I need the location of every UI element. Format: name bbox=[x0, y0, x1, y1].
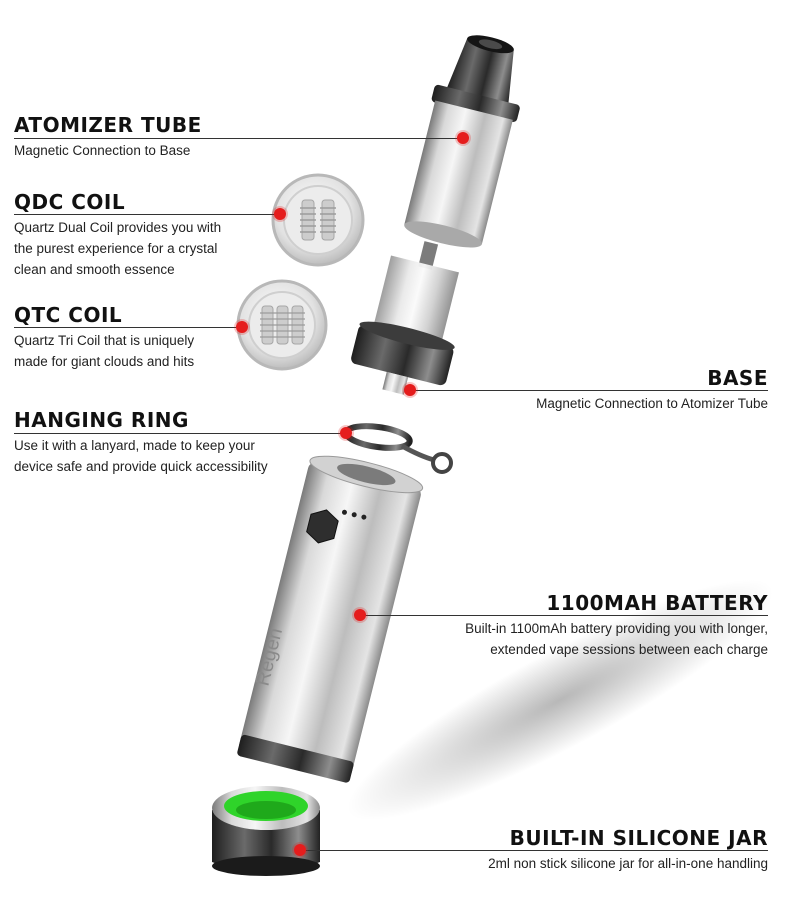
hanging-ring-desc-line: device safe and provide quick accessibil… bbox=[14, 459, 268, 474]
silicone-jar-title: BUILT-IN SILICONE JAR bbox=[509, 826, 768, 850]
qtc-coil-leader bbox=[14, 327, 242, 328]
hanging-ring-desc-line: Use it with a lanyard, made to keep your bbox=[14, 438, 255, 453]
qdc-coil-title: QDC COIL bbox=[14, 190, 126, 214]
atomizer-tube-leader bbox=[14, 138, 464, 139]
atomizer-tube-callout: ATOMIZER TUBE Magnetic Connection to Bas… bbox=[14, 113, 434, 161]
base-desc: Magnetic Connection to Atomizer Tube bbox=[536, 396, 768, 411]
qtc-coil-marker bbox=[236, 321, 248, 333]
battery-title: 1100MAH BATTERY bbox=[546, 591, 768, 615]
silicone-jar-callout: BUILT-IN SILICONE JAR 2ml non stick sili… bbox=[348, 826, 768, 874]
atomizer-tube-desc: Magnetic Connection to Base bbox=[14, 143, 191, 158]
qdc-coil-callout: QDC COIL Quartz Dual Coil provides you w… bbox=[14, 190, 274, 280]
qtc-coil-callout: QTC COIL Quartz Tri Coil that is uniquel… bbox=[14, 303, 239, 372]
qdc-coil-leader bbox=[14, 214, 280, 215]
hanging-ring-callout: HANGING RING Use it with a lanyard, made… bbox=[14, 408, 334, 477]
base-title: BASE bbox=[707, 366, 768, 390]
silicone-jar-marker bbox=[294, 844, 306, 856]
qdc-coil-desc-line: Quartz Dual Coil provides you with bbox=[14, 220, 222, 235]
atomizer-tube-title: ATOMIZER TUBE bbox=[14, 113, 202, 137]
battery-callout: 1100MAH BATTERY Built-in 1100mAh battery… bbox=[368, 591, 768, 660]
qtc-coil-desc-line: Quartz Tri Coil that is uniquely bbox=[14, 333, 195, 348]
silicone-jar-desc: 2ml non stick silicone jar for all-in-on… bbox=[488, 856, 768, 871]
hanging-ring-title: HANGING RING bbox=[14, 408, 189, 432]
silicone-jar-leader bbox=[300, 850, 768, 851]
hanging-ring-marker bbox=[340, 427, 352, 439]
qdc-coil-desc-line: the purest experience for a crystal bbox=[14, 241, 218, 256]
atomizer-tube-marker bbox=[457, 132, 469, 144]
battery-desc-line: extended vape sessions between each char… bbox=[490, 642, 768, 657]
base-leader bbox=[410, 390, 768, 391]
battery-graphic: Regen bbox=[237, 455, 424, 783]
qdc-coil-desc-line: clean and smooth essence bbox=[14, 262, 175, 277]
base-graphic bbox=[351, 241, 459, 395]
qtc-coil-graphic bbox=[236, 279, 328, 371]
qtc-coil-desc-line: made for giant clouds and hits bbox=[14, 354, 195, 369]
base-callout: BASE Magnetic Connection to Atomizer Tub… bbox=[428, 366, 768, 414]
atomizer-tube-graphic bbox=[404, 35, 520, 248]
battery-leader bbox=[360, 615, 768, 616]
qdc-coil-marker bbox=[274, 208, 286, 220]
silicone-jar-graphic bbox=[212, 786, 320, 876]
battery-desc-line: Built-in 1100mAh battery providing you w… bbox=[465, 621, 768, 636]
base-marker bbox=[404, 384, 416, 396]
floor-shadow bbox=[346, 579, 774, 821]
qdc-coil-graphic bbox=[271, 173, 365, 267]
qtc-coil-title: QTC COIL bbox=[14, 303, 123, 327]
hanging-ring-leader bbox=[14, 433, 346, 434]
battery-marker bbox=[354, 609, 366, 621]
